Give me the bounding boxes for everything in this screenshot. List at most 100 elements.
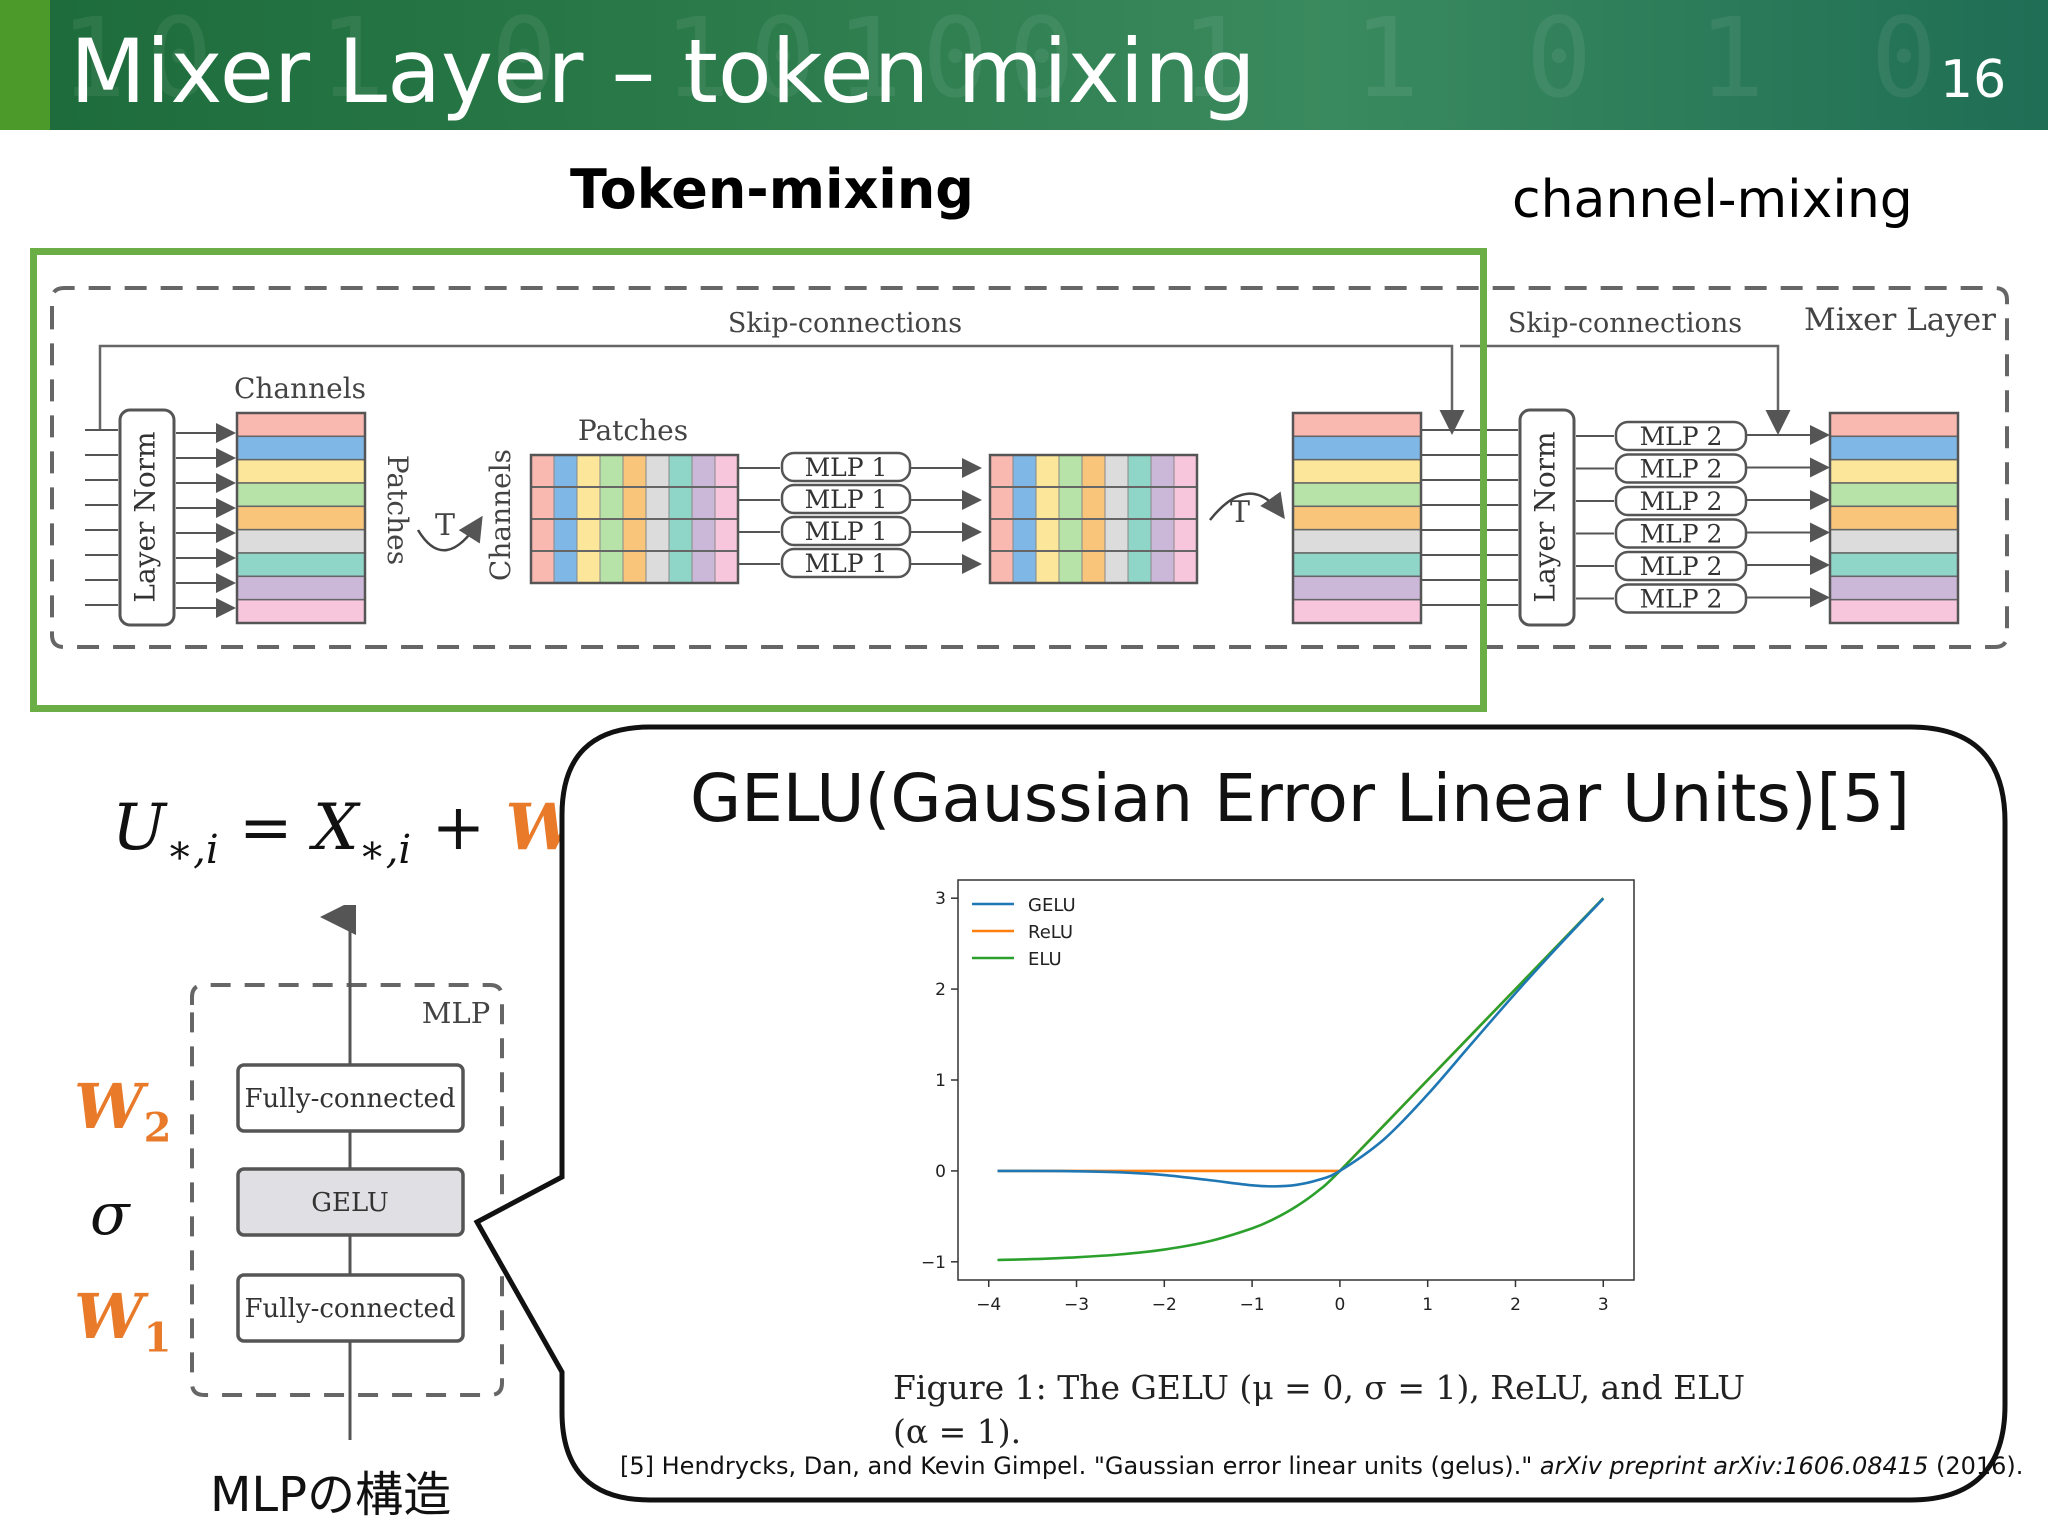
- series-line-elu: [997, 897, 1605, 1262]
- legend-label-elu: ELU: [1028, 949, 1062, 970]
- x-tick-label: 1: [1422, 1295, 1433, 1315]
- series-line-gelu: [997, 897, 1605, 1188]
- gelu-callout-title: GELU(Gaussian Error Linear Units)[5]: [689, 760, 1911, 837]
- mlp1-blocks: MLP 1 MLP 1 MLP 1 MLP 1: [738, 451, 982, 579]
- mlp1-label: MLP 1: [805, 485, 888, 514]
- mixer-layer-dashed-border: [50, 286, 2009, 649]
- chart-plot-area: [957, 879, 1635, 1281]
- slide-number: 16: [1940, 50, 2007, 110]
- w1-symbol: W: [74, 1280, 144, 1353]
- mixer-layer-label: Mixer Layer: [1804, 302, 1996, 338]
- mlp2-label: MLP 2: [1640, 422, 1723, 451]
- binary-background-digits: 10 1 0 10100 1 1 0 1 0 1: [60, 0, 2048, 122]
- w1-label: W1: [74, 1280, 171, 1361]
- skip-connections-label-1: Skip-connections: [728, 308, 962, 339]
- transpose-arrow-2: [1209, 491, 1285, 521]
- eq-equals: =: [218, 791, 313, 865]
- channels-table-mid: [1291, 411, 1423, 625]
- x-tick-label: −2: [1152, 1295, 1177, 1315]
- w2-subscript: 2: [143, 1104, 172, 1152]
- w2-label: W2: [74, 1070, 171, 1151]
- x-tick-label: −4: [976, 1295, 1001, 1315]
- layer-norm-2-label: Layer Norm: [1529, 431, 1562, 602]
- mlp-label: MLP: [422, 996, 490, 1030]
- skip-connections-label-2: Skip-connections: [1508, 308, 1742, 339]
- legend-label-relu: ReLU: [1028, 922, 1073, 943]
- mlp2-label: MLP 2: [1640, 455, 1723, 484]
- patches-side-label: Patches: [381, 455, 414, 565]
- figure-caption: Figure 1: The GELU (μ = 0, σ = 1), ReLU,…: [893, 1368, 1746, 1451]
- x-tick-label: 0: [1334, 1295, 1345, 1315]
- table-outline: [988, 453, 1199, 585]
- channels-table-output: [1828, 411, 1960, 625]
- layer-norm-2: [1518, 408, 1576, 627]
- eq-plus: +: [411, 791, 506, 865]
- x-tick-label: 3: [1598, 1295, 1609, 1315]
- skip-connection-2: [1460, 344, 1791, 435]
- input-lines: [85, 423, 236, 618]
- channels-top-label: Channels: [234, 372, 366, 405]
- mlp2-label: MLP 2: [1640, 487, 1723, 516]
- channels-table-input: [235, 411, 367, 625]
- mlp1-label: MLP 1: [805, 549, 888, 578]
- legend-label-gelu: GELU: [1028, 895, 1076, 916]
- chart-series-lines: [997, 897, 1605, 1262]
- y-tick-label: 2: [935, 980, 946, 1000]
- eq-x: X: [312, 791, 359, 865]
- eq-lhs: U: [112, 791, 166, 865]
- eq-lhs-sub: ∗,i: [165, 826, 219, 873]
- reference-year: (2016).: [1928, 1452, 2024, 1480]
- fc-bottom-block: [236, 1273, 465, 1343]
- title-accent-strip: [0, 0, 50, 130]
- channel-mixing-heading: channel-mixing: [1512, 170, 1913, 230]
- mlp1-label: MLP 1: [805, 517, 888, 546]
- gelu-block: [236, 1167, 465, 1237]
- table-outline: [1828, 411, 1960, 625]
- mlp2-blocks: MLP 2 MLP 2 MLP 2 MLP 2 MLP 2 MLP 2: [1421, 420, 1830, 614]
- mixer-layer-diagram: Skip-connections Skip-connections Mixer …: [50, 286, 2009, 649]
- eq-x-sub: ∗,i: [358, 826, 412, 873]
- x-tick-label: −1: [1240, 1295, 1265, 1315]
- channels-side-label: Channels: [484, 449, 517, 581]
- mlp2-label: MLP 2: [1640, 585, 1723, 614]
- mlp2-label: MLP 2: [1640, 552, 1723, 581]
- mlp-structure-caption: MLPの構造: [210, 1467, 452, 1523]
- y-tick-label: 3: [935, 889, 946, 909]
- fc-bottom-label: Fully-connected: [244, 1294, 455, 1324]
- gelu-block-label: GELU: [311, 1188, 389, 1218]
- table-outline: [1291, 411, 1423, 625]
- token-mixing-heading: Token-mixing: [570, 158, 974, 221]
- mlp1-label: MLP 1: [805, 453, 888, 482]
- mlp-structure-diagram: MLP Fully-connected GELU Fully-connected: [190, 905, 504, 1440]
- patches-table-transposed: [529, 453, 740, 585]
- transpose-label-2: T: [1230, 495, 1250, 530]
- reference-text: [5] Hendrycks, Dan, and Kevin Gimpel. "G…: [620, 1452, 1540, 1480]
- slide-title: Mixer Layer – token mixing: [70, 20, 1256, 123]
- layer-norm-1: [118, 408, 176, 627]
- mlp-dashed-border: [190, 983, 504, 1397]
- x-tick-label: 2: [1510, 1295, 1521, 1315]
- mlp2-label: MLP 2: [1640, 520, 1723, 549]
- x-tick-label: −3: [1064, 1295, 1089, 1315]
- table-outline: [235, 411, 367, 625]
- fc-top-label: Fully-connected: [244, 1084, 455, 1114]
- table-outline: [529, 453, 740, 585]
- reference-journal: arXiv preprint arXiv:1606.08415: [1539, 1452, 1929, 1480]
- sigma-label: σ: [90, 1180, 130, 1248]
- w2-symbol: W: [74, 1070, 144, 1143]
- transpose-arrow-1: [416, 515, 483, 552]
- reference-citation: [5] Hendrycks, Dan, and Kevin Gimpel. "G…: [620, 1452, 2024, 1480]
- chart-legend: GELU ReLU ELU: [972, 895, 1076, 970]
- title-bar: 10 1 0 10100 1 1 0 1 0 1 Mixer Layer – t…: [0, 0, 2048, 130]
- token-mixing-highlight-frame: [30, 248, 1487, 712]
- y-tick-label: 1: [935, 1071, 946, 1091]
- w1-subscript: 1: [143, 1314, 172, 1362]
- patches-table-output: [988, 453, 1199, 585]
- fc-top-block: [236, 1063, 465, 1133]
- transpose-label-1: T: [435, 508, 455, 543]
- skip-connection-1: [98, 344, 1465, 435]
- patches-top-label: Patches: [578, 414, 688, 447]
- y-tick-label: −1: [921, 1253, 946, 1273]
